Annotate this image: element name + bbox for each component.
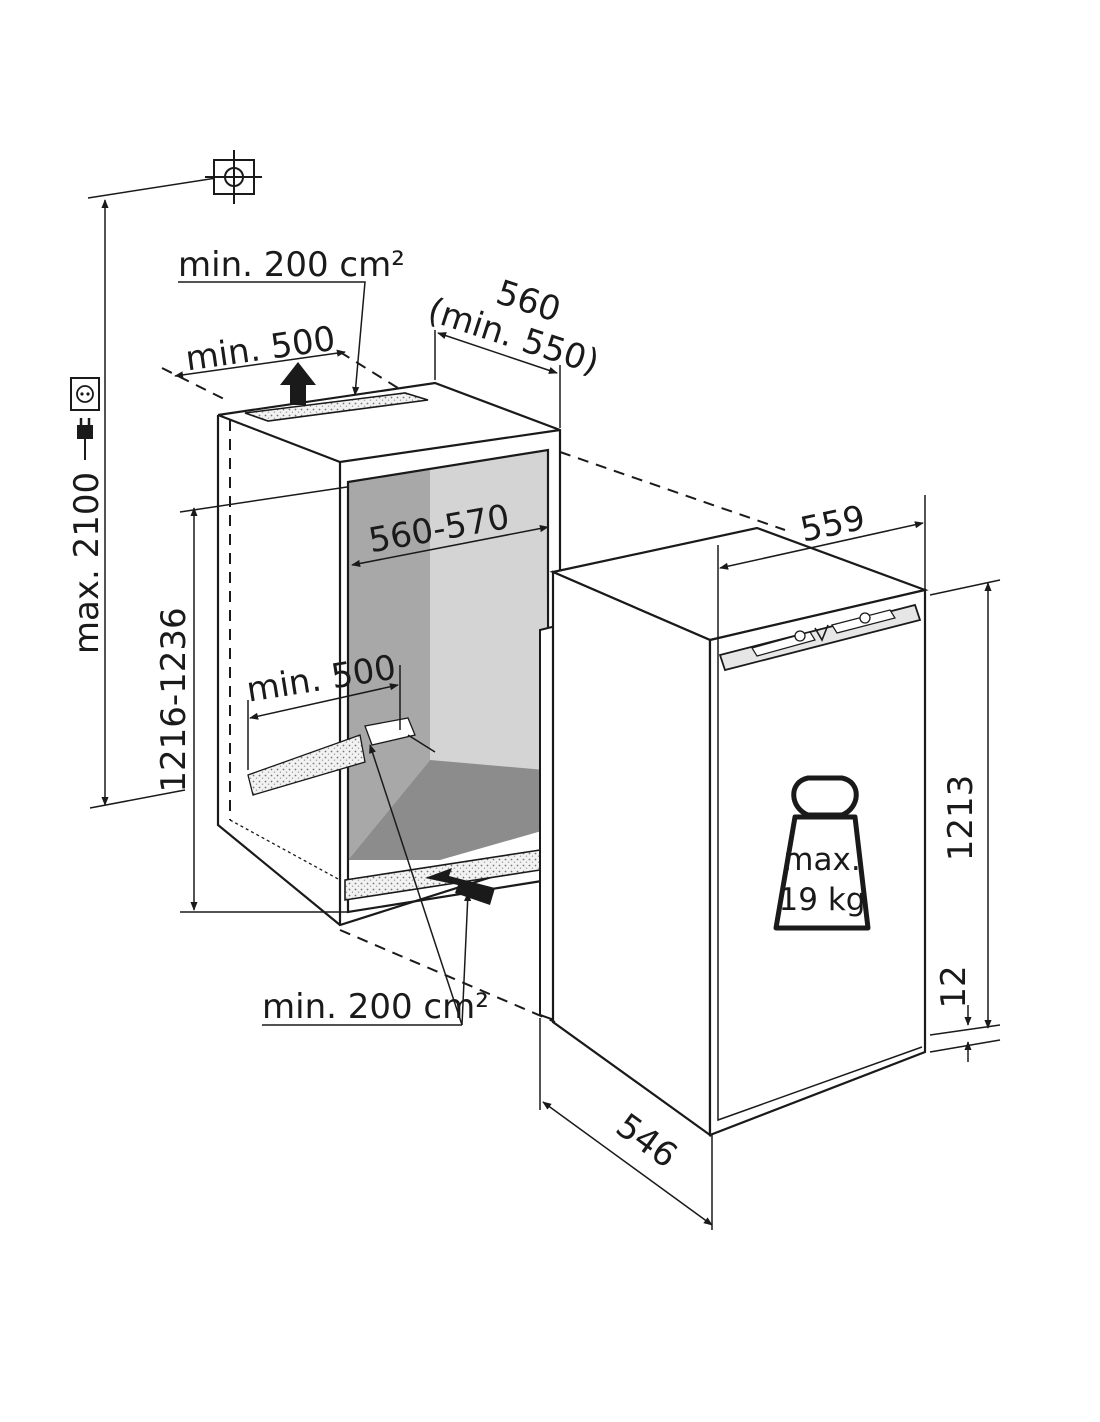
alignment-lines [339,451,786,1023]
weight-label-line1: max. [783,842,860,878]
top-vent-width-label: min. 500 [183,319,338,380]
control-panel [718,603,922,672]
top-vent [244,392,429,422]
floor-vent [247,734,366,796]
airflow-up-arrow [280,362,316,405]
niche-left-wall [348,470,430,860]
appliance-depth-label: 546 [608,1106,684,1177]
top-vent-width-dimension: min. 500 [161,319,399,403]
niche-height-dimension: 1216-1236 [154,507,348,913]
weight-icon: max. 19 kg [773,775,871,931]
spirit-level-icon [205,150,262,204]
niche-depth-dimension: 560 (min. 550) [423,272,604,428]
niche-height-label: 1216-1236 [154,607,194,792]
appliance-height-label: 1213 [941,775,981,862]
niche-floor [348,760,545,860]
plinth-label: 12 [934,965,974,1008]
airflow-in-arrow [425,868,495,905]
plinth-dimension: 12 [929,965,1001,1062]
max-height-label: max. 2100 [67,472,107,654]
appliance-height-dimension: 1213 [929,579,1001,1036]
bottom-vent-area-label: min. 200 cm² [262,987,489,1027]
appliance-width-label: 559 [797,498,869,551]
appliance [539,526,929,1138]
power-plug-icon [77,418,93,460]
power-socket-icon [70,377,100,411]
top-vent-area-callout: min. 200 cm² [178,245,405,396]
weight-label-line2: 19 kg [779,882,866,918]
bottom-vent-area-callout: min. 200 cm² [262,744,489,1027]
top-vent-area-label: min. 200 cm² [178,245,405,285]
dimension-max-height: max. 2100 [67,171,256,809]
